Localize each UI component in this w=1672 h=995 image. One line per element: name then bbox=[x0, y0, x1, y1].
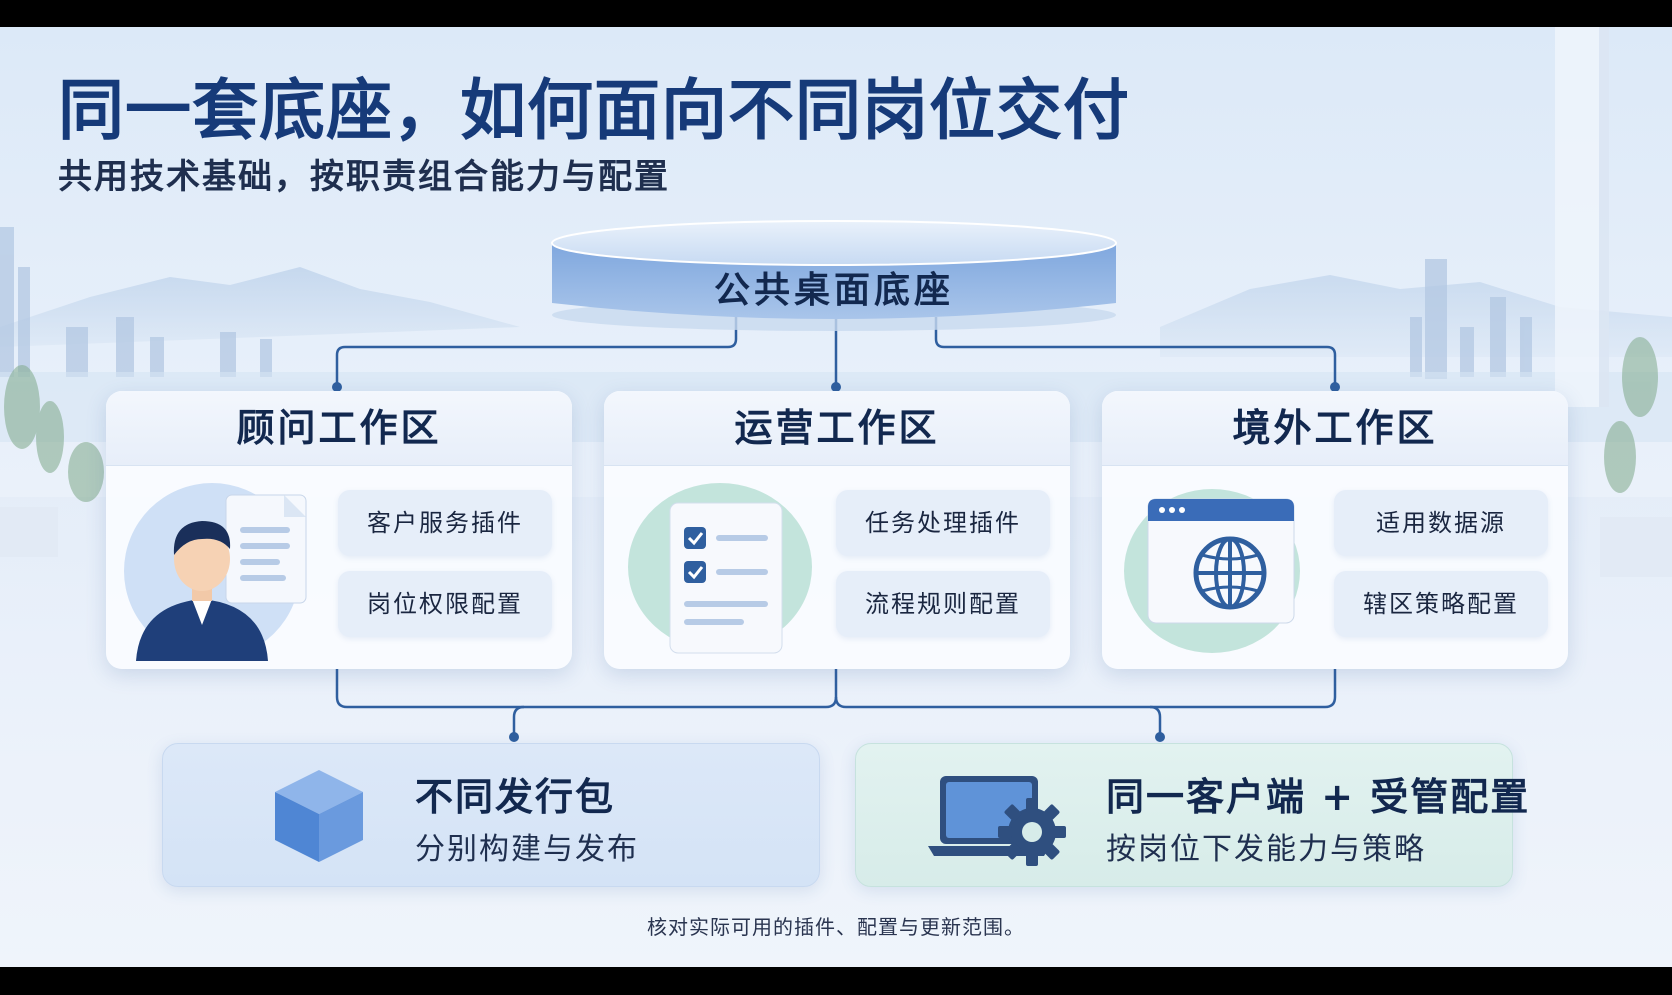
workspace-card-operations: 运营工作区 任务处理插件 流程规则配置 bbox=[604, 391, 1070, 669]
page-title: 同一套底座，如何面向不同岗位交付 bbox=[58, 72, 1130, 149]
outcome-box-managed-config: 同一客户端 + 受管配置 按岗位下发能力与策略 bbox=[855, 743, 1528, 887]
workspace-item: 岗位权限配置 bbox=[338, 571, 552, 637]
workspace-card-consultant: 顾问工作区 客户服务插件 岗位权限配置 bbox=[106, 391, 572, 669]
outcome-title: 同一客户端 + 受管配置 bbox=[1106, 775, 1531, 819]
letterbox-top bbox=[0, 0, 1672, 27]
outcome-subtitle: 按岗位下发能力与策略 bbox=[1106, 832, 1426, 867]
letterbox-bottom bbox=[0, 967, 1672, 995]
footnote: 核对实际可用的插件、配置与更新范围。 bbox=[647, 915, 1025, 939]
outcome-title: 不同发行包 bbox=[415, 775, 616, 819]
laptop-gear-icon bbox=[928, 776, 1066, 866]
workspace-title: 顾问工作区 bbox=[106, 391, 572, 466]
workspace-title: 境外工作区 bbox=[1102, 391, 1568, 466]
workspace-card-overseas: 境外工作区 适用数据源 辖区策略配置 bbox=[1102, 391, 1568, 669]
cube-package-icon bbox=[275, 770, 363, 862]
page-subtitle: 共用技术基础，按职责组合能力与配置 bbox=[58, 157, 670, 197]
platform-label: 公共桌面底座 bbox=[713, 270, 954, 311]
connector-lines bbox=[332, 317, 1340, 742]
outcome-subtitle: 分别构建与发布 bbox=[415, 832, 639, 867]
consultant-person-document-icon bbox=[124, 483, 307, 661]
checklist-icon bbox=[628, 483, 812, 654]
workspace-item: 任务处理插件 bbox=[836, 490, 1050, 556]
platform-disc bbox=[551, 220, 1117, 331]
globe-browser-icon bbox=[1124, 489, 1300, 653]
workspace-item: 流程规则配置 bbox=[836, 571, 1050, 637]
workspace-title: 运营工作区 bbox=[604, 391, 1070, 466]
slide: 同一套底座，如何面向不同岗位交付 共用技术基础，按职责组合能力与配置 bbox=[0, 27, 1672, 967]
workspace-item: 辖区策略配置 bbox=[1334, 571, 1548, 637]
outcome-box-packages: 不同发行包 分别构建与发布 bbox=[162, 743, 820, 887]
workspace-item: 适用数据源 bbox=[1334, 490, 1548, 556]
workspace-item: 客户服务插件 bbox=[338, 490, 552, 556]
